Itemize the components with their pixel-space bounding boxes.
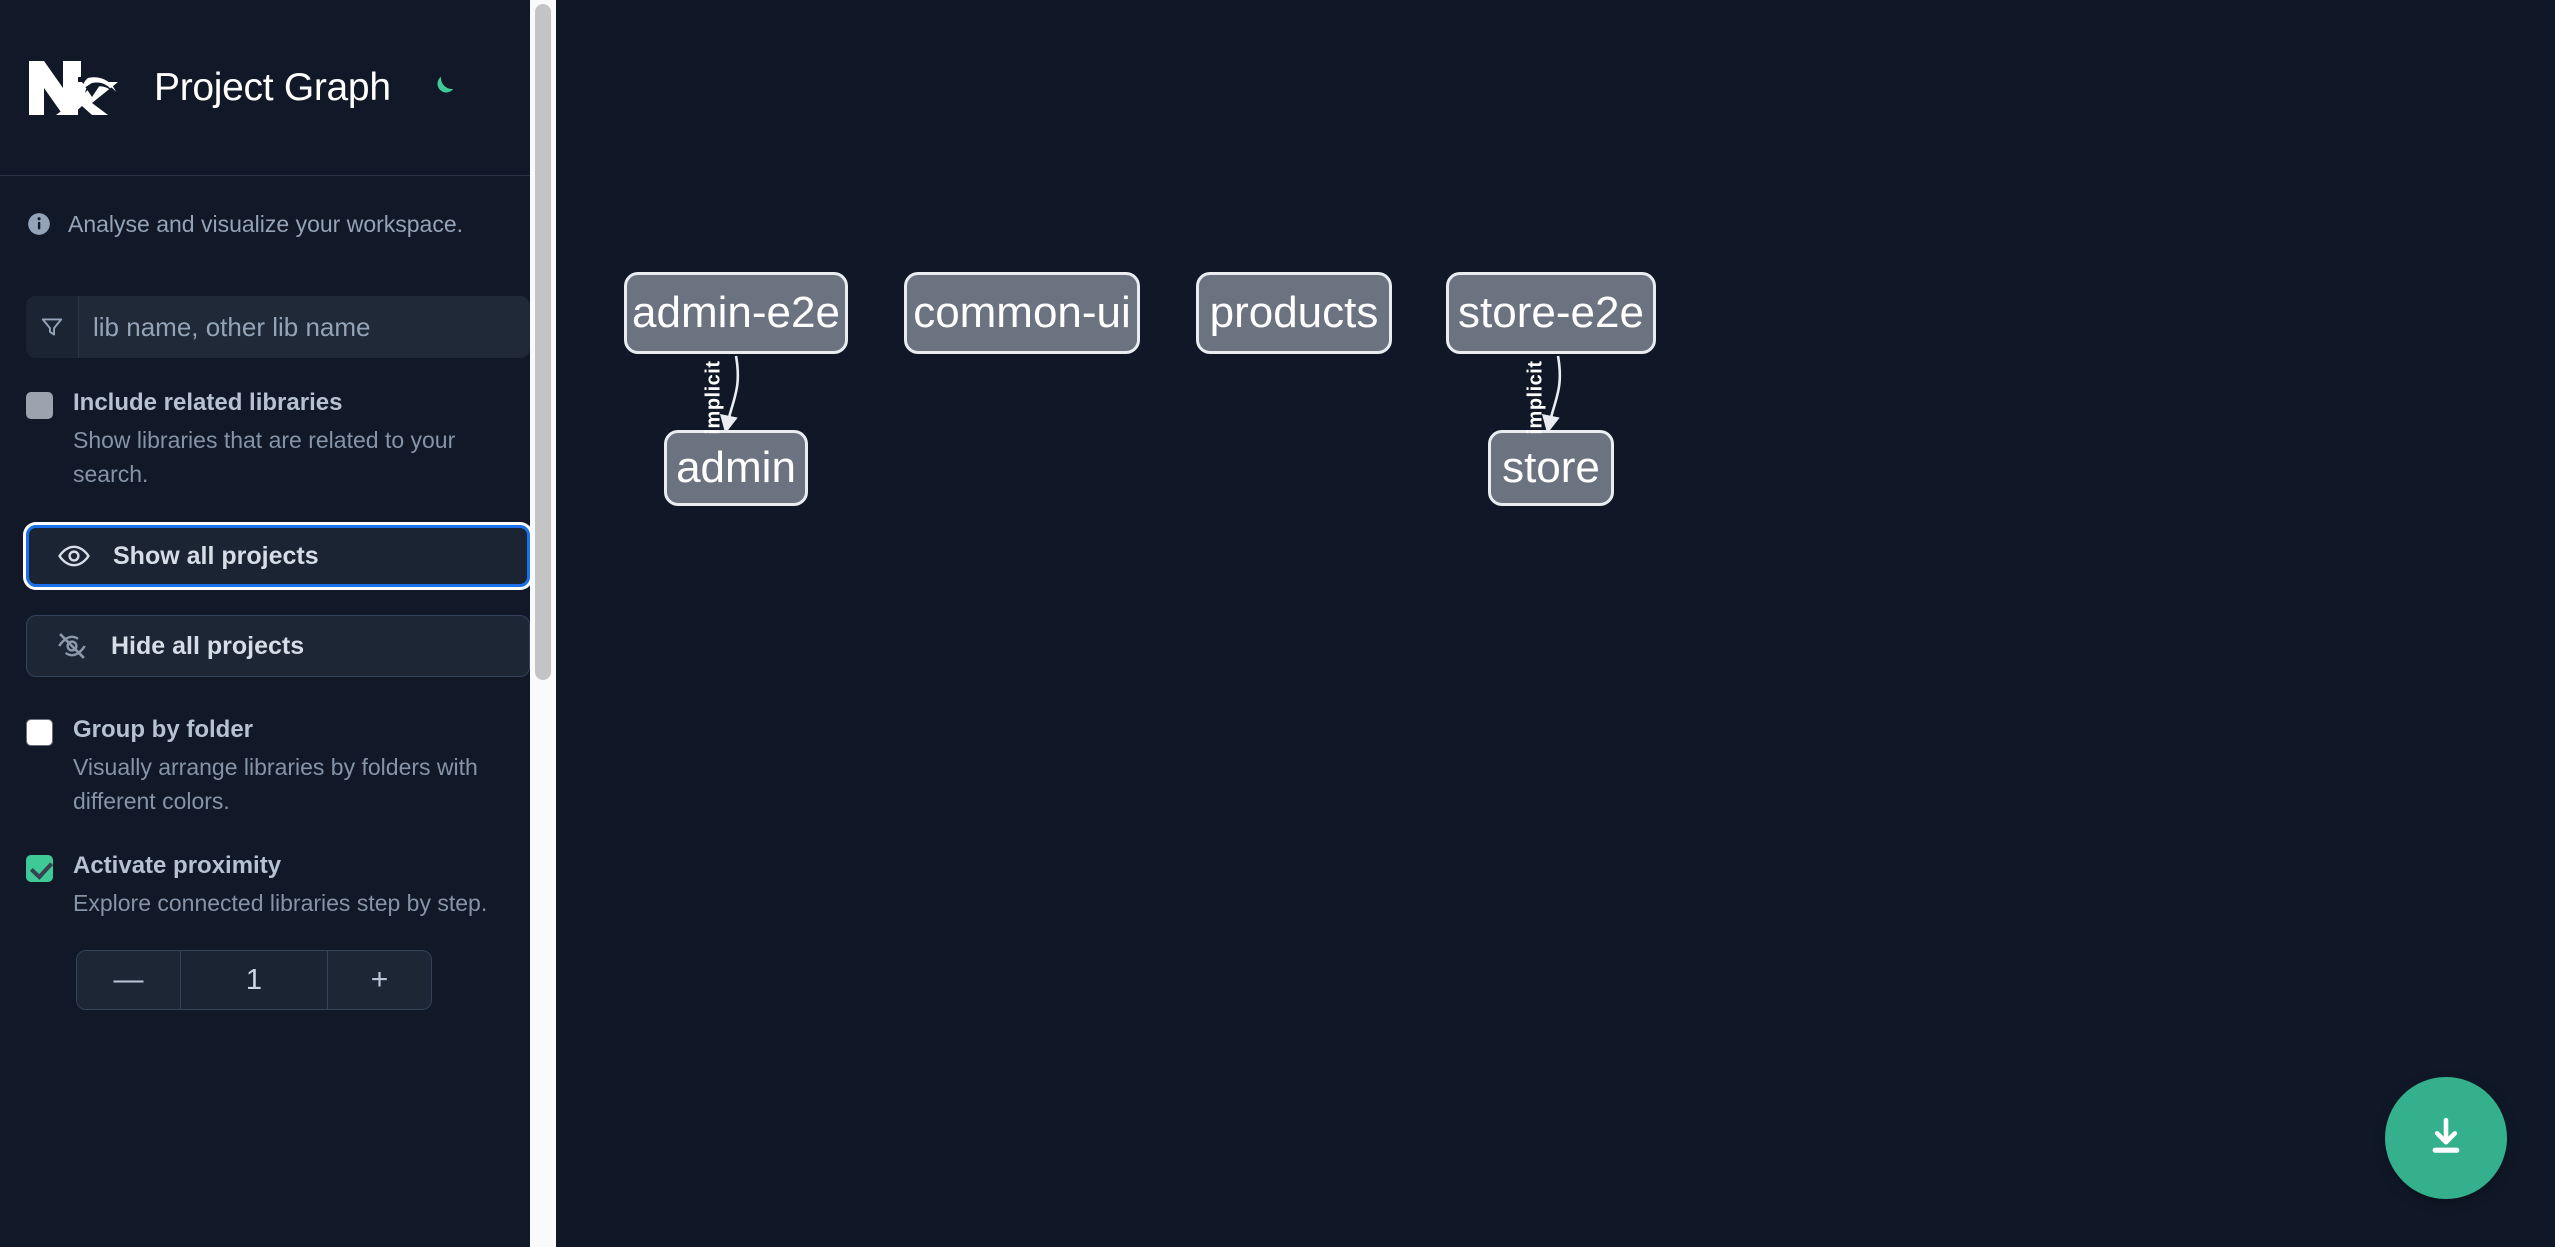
search-field[interactable] [26, 296, 530, 358]
edge-store-e2e-store [1541, 355, 1562, 434]
hide-all-projects-button[interactable]: Hide all projects [26, 615, 530, 678]
graph-node-admin-e2e[interactable]: admin-e2e [624, 272, 848, 354]
proximity-value: 1 [181, 951, 327, 1010]
sidebar-header: Project Graph [0, 0, 556, 176]
nx-logo-icon [26, 58, 124, 118]
sidebar: Project Graph Analyse and visualize your… [0, 0, 556, 1247]
graph-node-label: products [1209, 288, 1379, 337]
edge-label-store-implicit: implicit [1524, 360, 1547, 435]
checkbox-group-by-folder[interactable] [26, 719, 53, 747]
hide-all-projects-label: Hide all projects [111, 631, 305, 660]
option-description: Explore connected libraries step by step… [73, 889, 488, 916]
edge-admin-e2e-admin [719, 355, 740, 434]
workspace-note-text: Analyse and visualize your workspace. [68, 210, 464, 237]
graph-node-label: admin-e2e [632, 288, 840, 337]
edge-label-admin-implicit: implicit [702, 360, 725, 435]
project-visibility-buttons: Show all projects Hide all projects [26, 525, 530, 678]
sidebar-body: Include related libraries Show libraries… [0, 296, 556, 1011]
option-group-by-folder[interactable]: Group by folder Visually arrange librari… [26, 713, 530, 818]
sidebar-scrollbar[interactable] [530, 0, 556, 1247]
page-title: Project Graph [154, 65, 391, 109]
moon-icon[interactable] [423, 69, 461, 107]
graph-node-label: common-ui [913, 288, 1131, 337]
graph-node-store-e2e[interactable]: store-e2e [1446, 272, 1656, 354]
proximity-decrement-button[interactable]: — [77, 951, 181, 1010]
graph-node-store[interactable]: store [1488, 430, 1614, 506]
graph-canvas[interactable]: admin-e2e common-ui products store-e2e a… [556, 0, 2555, 1247]
graph-node-products[interactable]: products [1196, 272, 1392, 354]
eye-off-icon [55, 629, 89, 663]
checkbox-activate-proximity[interactable] [26, 854, 53, 882]
graph-edges [719, 355, 1562, 434]
graph-node-label: admin [676, 443, 796, 492]
eye-icon [57, 539, 91, 573]
option-label: Activate proximity [73, 851, 282, 879]
graph-node-admin[interactable]: admin [664, 430, 808, 506]
proximity-stepper: — 1 + [76, 950, 432, 1011]
option-description: Show libraries that are related to your … [73, 426, 456, 487]
graph-node-common-ui[interactable]: common-ui [904, 272, 1140, 354]
option-include-related-libraries[interactable]: Include related libraries Show libraries… [26, 386, 530, 491]
checkbox-include-related-libraries[interactable] [26, 392, 53, 419]
proximity-increment-button[interactable]: + [327, 951, 431, 1010]
workspace-note: Analyse and visualize your workspace. [0, 176, 556, 272]
search-input[interactable] [79, 296, 530, 358]
graph-node-label: store-e2e [1458, 288, 1644, 337]
option-description: Visually arrange libraries by folders wi… [73, 754, 478, 814]
download-graph-button[interactable] [2385, 1077, 2507, 1199]
show-all-projects-label: Show all projects [113, 541, 319, 570]
graph-node-label: store [1502, 443, 1600, 492]
filter-icon [26, 296, 79, 358]
show-all-projects-button[interactable]: Show all projects [26, 525, 530, 588]
option-label: Group by folder [73, 716, 253, 744]
info-icon [26, 211, 52, 237]
option-label: Include related libraries [73, 389, 343, 416]
option-activate-proximity[interactable]: Activate proximity Explore connected lib… [26, 849, 530, 921]
sidebar-scrollbar-thumb[interactable] [535, 4, 551, 680]
download-icon [2422, 1113, 2470, 1164]
